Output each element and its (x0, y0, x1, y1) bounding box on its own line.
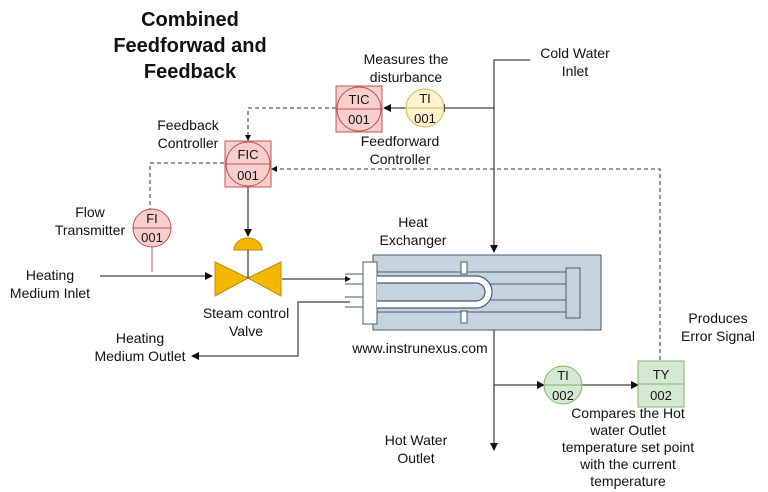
label-line: temperature (590, 473, 666, 489)
label-line: Error Signal (681, 328, 755, 344)
tic-to-fic-signal (245, 107, 336, 141)
ty-to-fic-signal (271, 166, 661, 360)
label-line: Produces (688, 310, 747, 326)
heat-exchanger (345, 254, 602, 331)
label-line: Transmitter (55, 222, 126, 238)
label-line: Medium Outlet (94, 348, 185, 364)
steam-control-valve-label: Steam control Valve (203, 305, 289, 339)
hot-water-outlet-label: Hot Water Outlet (385, 432, 448, 466)
feedback-controller-label: Feedback Controller (157, 117, 219, 151)
measures-disturbance-label: Measures the disturbance (364, 51, 449, 85)
ti001-number: 001 (414, 111, 436, 126)
title-line-3: Feedback (144, 61, 237, 83)
tic-number: 001 (348, 112, 370, 127)
label-line: Steam control (203, 305, 289, 321)
label-line: Measures the (364, 51, 449, 67)
fic-letters: FIC (238, 147, 259, 162)
label-line: Cold Water (540, 45, 610, 61)
fi-to-fic-signal (149, 162, 225, 212)
heating-outlet-line (191, 301, 350, 360)
heating-medium-outlet-label: Heating Medium Outlet (94, 330, 185, 364)
label-line: Compares the Hot (571, 405, 685, 421)
title-line-2: Feedforwad and (113, 35, 266, 57)
compares-description-label: Compares the Hot water Outlet temperatur… (562, 405, 694, 489)
website-label: www.instrunexus.com (351, 340, 487, 356)
produces-error-signal-label: Produces Error Signal (681, 310, 755, 344)
fi-001-instrument[interactable]: FI 001 (132, 208, 172, 248)
ti001-letters: TI (419, 91, 431, 106)
label-line: water Outlet (589, 422, 666, 438)
steam-control-valve[interactable] (214, 237, 282, 297)
valve-body-left (214, 261, 250, 297)
label-line: Controller (370, 151, 431, 167)
tic-001-instrument[interactable]: TIC 001 (335, 85, 383, 133)
label-line: Heat (398, 214, 428, 230)
fic-001-instrument[interactable]: FIC 001 (224, 140, 272, 188)
label-line: disturbance (370, 69, 443, 85)
heat-exchanger-label: Heat Exchanger (380, 214, 447, 248)
label-line: Inlet (562, 63, 589, 79)
baffle (460, 261, 468, 275)
label-line: Exchanger (380, 232, 447, 248)
label-line: Medium Inlet (10, 285, 90, 301)
fi-number: 001 (141, 230, 163, 245)
cold-water-inlet-label: Cold Water Inlet (540, 45, 610, 79)
flow-transmitter-label: Flow Transmitter (55, 204, 126, 238)
ti-002-instrument[interactable]: TI 002 (543, 365, 583, 405)
diagram-title: Combined Feedforwad and Feedback (113, 9, 266, 83)
label-line: Heating (26, 267, 74, 283)
exchanger-end-block (565, 267, 581, 319)
fi-letters: FI (146, 211, 158, 226)
label-line: Outlet (397, 450, 434, 466)
label-line: Heating (116, 330, 164, 346)
inlet-nozzle (345, 273, 363, 285)
valve-body-right (246, 261, 282, 297)
valve-actuator (233, 237, 263, 251)
fic-number: 001 (237, 168, 259, 183)
feedforward-controller-label: Feedforward Controller (361, 133, 440, 167)
label-line: Flow (75, 204, 105, 220)
ti002-number: 002 (552, 388, 574, 403)
label-line: Hot Water (385, 432, 448, 448)
u-tube-inner (377, 282, 486, 302)
title-line-1: Combined (141, 9, 239, 31)
ty-002-instrument[interactable]: TY 002 (637, 360, 685, 408)
label-line: temperature set point (562, 439, 694, 455)
tic-letters: TIC (349, 92, 370, 107)
heating-medium-inlet-label: Heating Medium Inlet (10, 267, 90, 301)
label-line: with the current (579, 456, 676, 472)
cold-water-inlet-line (490, 59, 530, 253)
ti-001-instrument[interactable]: TI 001 (405, 88, 445, 128)
label-line: Valve (229, 323, 263, 339)
ty-letters: TY (653, 367, 670, 382)
label-line: Controller (158, 135, 219, 151)
ti002-letters: TI (557, 368, 569, 383)
exchanger-head (362, 261, 378, 325)
label-line: Feedback (157, 117, 219, 133)
ty-number: 002 (650, 388, 672, 403)
outlet-nozzle (345, 296, 363, 308)
baffle (460, 310, 468, 324)
label-line: Feedforward (361, 133, 440, 149)
